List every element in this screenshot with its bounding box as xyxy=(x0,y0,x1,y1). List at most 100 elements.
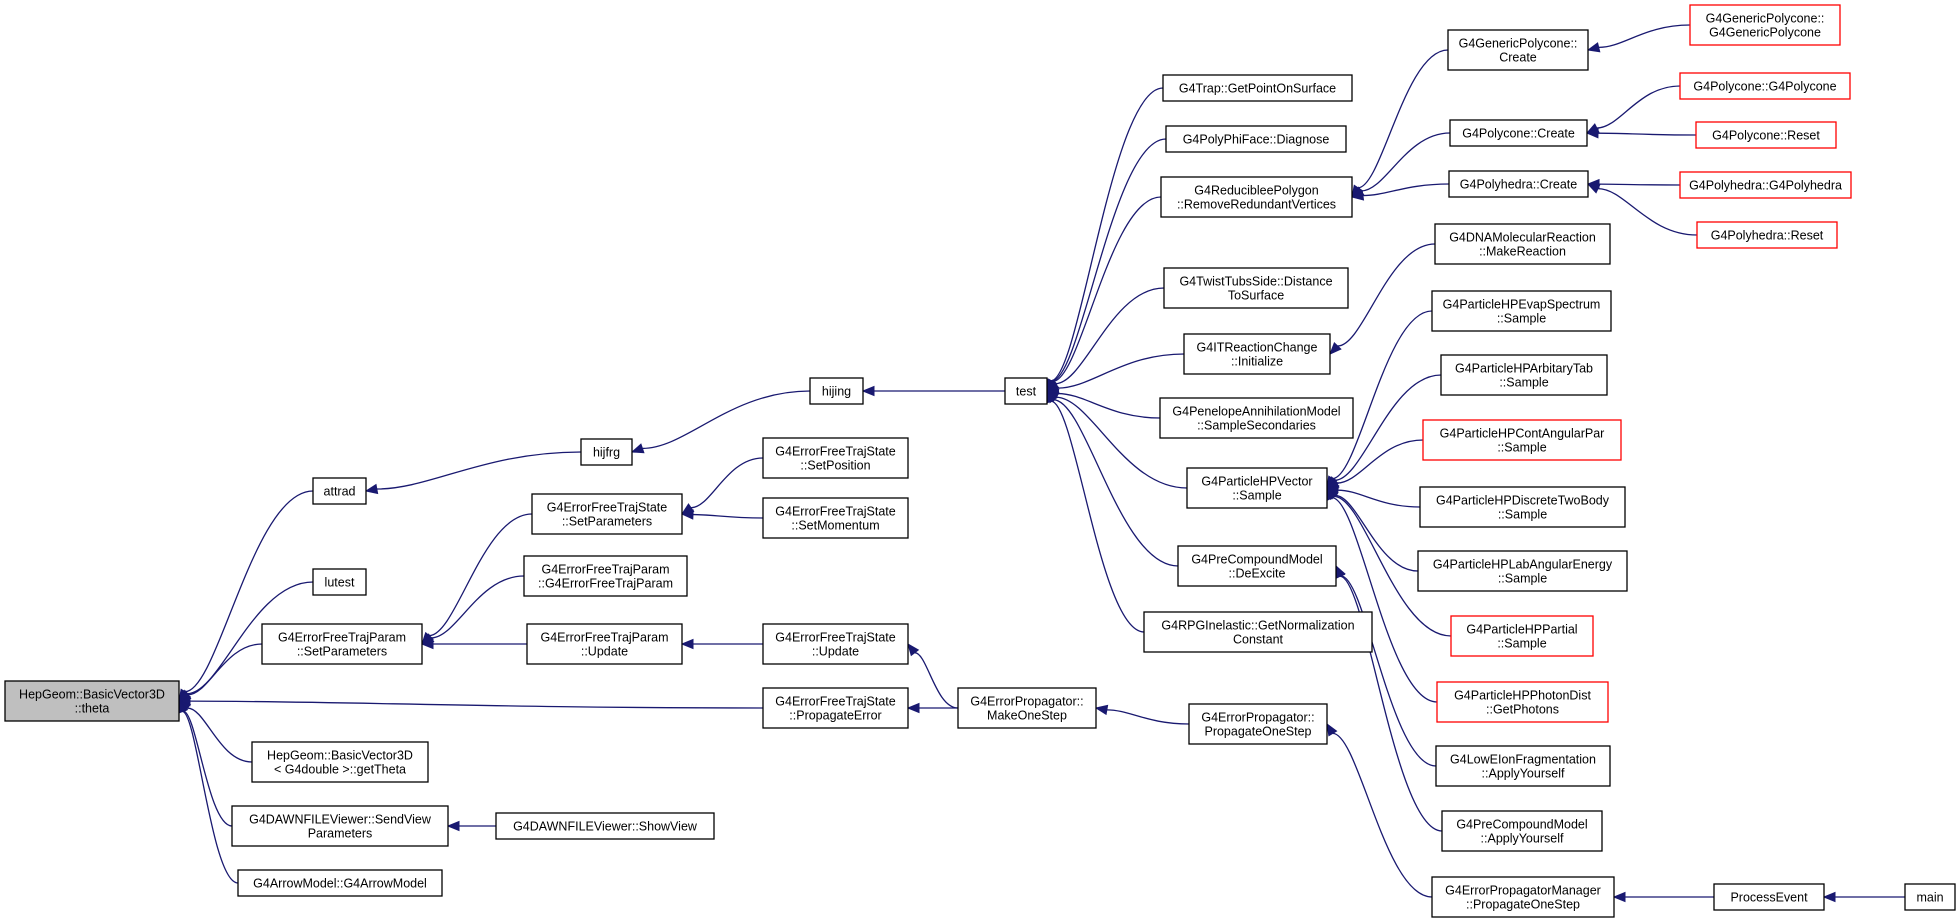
edge-line xyxy=(1056,396,1188,489)
call-edge xyxy=(1094,704,1190,725)
node-box xyxy=(762,437,909,479)
graph-node-hppartial-sample[interactable]: G4ParticleHPPartial::Sample xyxy=(1450,615,1594,657)
node-box xyxy=(1004,377,1048,405)
graph-node-eftp-update[interactable]: G4ErrorFreeTrajParam::Update xyxy=(526,623,683,665)
graph-node-efts-setparams[interactable]: G4ErrorFreeTrajState::SetParameters xyxy=(531,493,683,535)
graph-node-lutest[interactable]: lutest xyxy=(312,568,367,596)
edge-line xyxy=(1052,196,1162,383)
edge-line xyxy=(1339,575,1443,832)
node-label: G4Trap::GetPointOnSurface xyxy=(1179,82,1336,96)
graph-node-hijfrg[interactable]: hijfrg xyxy=(580,438,633,466)
graph-node-dawn-showview[interactable]: G4DAWNFILEViewer::ShowView xyxy=(495,812,715,840)
graph-node-theta[interactable]: HepGeom::BasicVector3D::theta xyxy=(4,680,180,722)
graph-node-hpphoton-get[interactable]: G4ParticleHPPhotonDist::GetPhotons xyxy=(1436,681,1609,723)
edge-line xyxy=(1335,494,1419,572)
edge-arrowhead xyxy=(1326,722,1338,737)
node-label: G4ErrorFreeTrajState xyxy=(775,695,895,709)
edge-line xyxy=(1051,138,1167,382)
graph-node-efts-setmomentum[interactable]: G4ErrorFreeTrajState::SetMomentum xyxy=(762,497,909,539)
graph-node-polycone-reset[interactable]: G4Polycone::Reset xyxy=(1695,121,1837,149)
edge-arrowhead xyxy=(1094,704,1109,716)
edge-line xyxy=(1598,24,1691,49)
node-box xyxy=(762,497,909,539)
edge-arrowhead xyxy=(1586,183,1601,194)
graph-node-efts-propagate[interactable]: G4ErrorFreeTrajState::PropagateError xyxy=(762,687,909,729)
node-label: G4GenericPolycone:: xyxy=(1459,37,1578,51)
graph-node-hpdiscrete-sample[interactable]: G4ParticleHPDiscreteTwoBody::Sample xyxy=(1419,486,1626,528)
node-box xyxy=(1165,125,1347,153)
graph-node-hpcontang-sample[interactable]: G4ParticleHPContAngularPar::Sample xyxy=(1422,419,1622,461)
graph-node-redpoly-remove[interactable]: G4ReducibleePolygon::RemoveRedundantVert… xyxy=(1160,176,1353,218)
edge-line xyxy=(182,710,233,827)
graph-node-eftp-setparams[interactable]: G4ErrorFreeTrajParam::SetParameters xyxy=(261,623,423,665)
graph-node-polyhedra-reset[interactable]: G4Polyhedra::Reset xyxy=(1696,221,1838,249)
graph-node-itreaction-init[interactable]: G4ITReactionChange::Initialize xyxy=(1183,333,1331,375)
graph-node-efts-update[interactable]: G4ErrorFreeTrajState::Update xyxy=(762,623,909,665)
node-label: G4Polyhedra::G4Polyhedra xyxy=(1689,179,1842,193)
edge-arrowhead xyxy=(364,483,379,495)
call-edge xyxy=(177,700,253,763)
node-box xyxy=(762,687,909,729)
graph-node-genpolycone-create[interactable]: G4GenericPolycone::Create xyxy=(1447,29,1589,71)
graph-node-bv3d-gettheta[interactable]: HepGeom::BasicVector3D< G4double >::getT… xyxy=(251,741,429,783)
node-box xyxy=(580,438,633,466)
graph-node-ep-propagateonestep[interactable]: G4ErrorPropagator::PropagateOneStep xyxy=(1188,703,1328,745)
edge-line xyxy=(182,710,239,884)
graph-node-hpevap-sample[interactable]: G4ParticleHPEvapSpectrum::Sample xyxy=(1431,290,1612,332)
edge-arrowhead xyxy=(861,385,875,397)
call-edge xyxy=(178,490,314,703)
node-box xyxy=(1159,397,1354,439)
graph-node-ep-makeonestep[interactable]: G4ErrorPropagator::MakeOneStep xyxy=(957,687,1097,729)
graph-node-genpolycone-ctor[interactable]: G4GenericPolycone::G4GenericPolycone xyxy=(1689,4,1841,46)
graph-node-polyhedra-ctor[interactable]: G4Polyhedra::G4Polyhedra xyxy=(1679,171,1852,199)
graph-node-eftp-ctor[interactable]: G4ErrorFreeTrajParam::G4ErrorFreeTrajPar… xyxy=(523,555,688,597)
node-box xyxy=(1679,72,1851,100)
edge-line xyxy=(1597,188,1698,236)
graph-node-polycone-create[interactable]: G4Polycone::Create xyxy=(1449,119,1588,147)
node-box xyxy=(1186,467,1328,509)
graph-node-epmanager-propagate[interactable]: G4ErrorPropagatorManager::PropagateOneSt… xyxy=(1431,876,1615,918)
node-box xyxy=(523,555,688,597)
node-label: G4ParticleHPPhotonDist xyxy=(1454,689,1591,703)
graph-node-hijing[interactable]: hijing xyxy=(809,377,864,405)
edge-line xyxy=(1362,183,1450,197)
edge-arrowhead xyxy=(1612,891,1626,903)
graph-node-hplabang-sample[interactable]: G4ParticleHPLabAngularEnergy::Sample xyxy=(1417,550,1628,592)
call-edge xyxy=(1586,178,1681,190)
node-label: ::MakeReaction xyxy=(1479,245,1566,259)
graph-node-lowelon-apply[interactable]: G4LowEIonFragmentation::ApplyYourself xyxy=(1435,745,1611,787)
graph-node-polyphi-diagnose[interactable]: G4PolyPhiFace::Diagnose xyxy=(1165,125,1347,153)
graph-node-dnamol-make[interactable]: G4DNAMolecularReaction::MakeReaction xyxy=(1434,223,1611,265)
node-box xyxy=(1177,545,1337,587)
graph-node-trap-getpoint[interactable]: G4Trap::GetPointOnSurface xyxy=(1162,74,1353,102)
graph-node-attrad[interactable]: attrad xyxy=(312,477,367,505)
node-label: G4ParticleHPContAngularPar xyxy=(1440,427,1605,441)
node-label: G4ErrorPropagator:: xyxy=(970,695,1083,709)
edge-line xyxy=(1333,495,1452,637)
graph-node-efts-setposition[interactable]: G4ErrorFreeTrajState::SetPosition xyxy=(762,437,909,479)
node-label: ::SampleSecondaries xyxy=(1197,419,1316,433)
graph-node-precompound-apply[interactable]: G4PreCompoundModel::ApplyYourself xyxy=(1441,810,1603,852)
graph-node-arrowmodel[interactable]: G4ArrowModel::G4ArrowModel xyxy=(237,869,443,897)
edge-line xyxy=(1332,310,1433,480)
graph-node-hparbitrary-sample[interactable]: G4ParticleHPArbitaryTab::Sample xyxy=(1440,354,1608,396)
graph-node-hpvector-sample[interactable]: G4ParticleHPVector::Sample xyxy=(1186,467,1328,509)
graph-node-polyhedra-create[interactable]: G4Polyhedra::Create xyxy=(1448,170,1589,198)
node-label: G4Polyhedra::Create xyxy=(1460,178,1577,192)
edge-line xyxy=(1337,489,1421,508)
node-box xyxy=(4,680,180,722)
graph-node-polycone-ctor[interactable]: G4Polycone::G4Polycone xyxy=(1679,72,1851,100)
node-box xyxy=(1450,615,1594,657)
node-label: HepGeom::BasicVector3D xyxy=(267,749,413,763)
node-box xyxy=(1904,883,1956,911)
graph-node-penelope-sample[interactable]: G4PenelopeAnnihilationModel::SampleSecon… xyxy=(1159,397,1354,439)
graph-node-precompound-deexcite[interactable]: G4PreCompoundModel::DeExcite xyxy=(1177,545,1337,587)
node-label: ::Sample xyxy=(1497,637,1546,651)
graph-node-main[interactable]: main xyxy=(1904,883,1956,911)
graph-node-processevent[interactable]: ProcessEvent xyxy=(1713,883,1825,911)
graph-node-test[interactable]: test xyxy=(1004,377,1048,405)
edge-line xyxy=(1057,353,1185,389)
